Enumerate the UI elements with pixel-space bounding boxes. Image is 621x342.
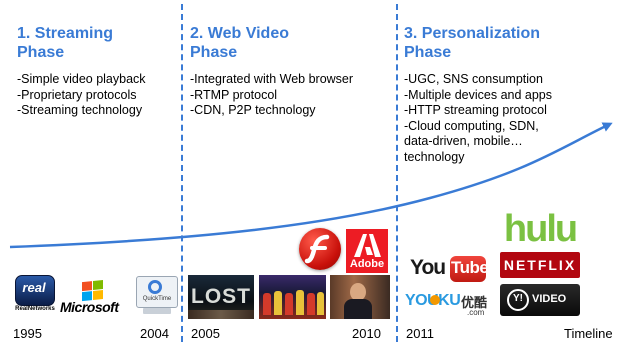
- bullet: -RTMP protocol: [190, 87, 278, 102]
- adobe-a-icon: [354, 234, 381, 257]
- phase-2-title: 2. Web Video Phase: [190, 25, 289, 61]
- bullet: technology: [404, 149, 465, 164]
- phase-1: 1. Streaming Phase -Simple video playbac…: [17, 24, 146, 119]
- netflix-logo: NETFLIX: [500, 252, 580, 278]
- year-2005: 2005: [191, 326, 220, 341]
- bullet: -HTTP streaming protocol: [404, 103, 547, 117]
- phase-2-bullets: -Integrated with Web browser -RTMP proto…: [190, 72, 353, 119]
- bullet: -Multiple devices and apps: [404, 87, 552, 102]
- year-2011: 2011: [406, 326, 434, 341]
- bullet: -Cloud computing, SDN,: [404, 118, 539, 133]
- quicktime-q-icon: [148, 280, 162, 294]
- year-2010: 2010: [352, 326, 381, 341]
- phase-1-bullets: -Simple video playback -Proprietary prot…: [17, 72, 146, 119]
- bullet: data-driven, mobile…: [404, 134, 523, 148]
- phase-3: 3. Personalization Phase -UGC, SNS consu…: [404, 24, 552, 165]
- bullet: -Proprietary protocols: [17, 87, 137, 102]
- phase-divider-1: [181, 4, 183, 342]
- year-2004: 2004: [140, 326, 169, 341]
- performance-photo-thumbnail: [259, 275, 326, 319]
- flash-player-logo: [299, 228, 341, 270]
- microsoft-logo: Microsoft: [60, 278, 130, 318]
- phase-3-bullets: -UGC, SNS consumption -Multiple devices …: [404, 72, 552, 165]
- phase-1-title: 1. Streaming Phase: [17, 25, 114, 61]
- timeline-label: Timeline: [564, 326, 613, 341]
- phase-2: 2. Web Video Phase -Integrated with Web …: [190, 24, 353, 119]
- bullet: -Integrated with Web browser: [190, 72, 354, 86]
- press-photo-thumbnail: [330, 275, 390, 319]
- bullet: -UGC, SNS consumption: [404, 72, 543, 86]
- youku-logo: YOUKU 优酷 .com: [405, 290, 493, 320]
- quicktime-logo: QuickTime: [135, 276, 179, 316]
- bullet: -Streaming technology: [17, 103, 143, 117]
- realnetworks-logo: real RealNetworks: [13, 274, 57, 318]
- youtube-logo: You Tube: [409, 254, 487, 284]
- flash-f-icon: [304, 234, 330, 264]
- lost-show-thumbnail: LOST: [188, 275, 254, 319]
- year-1995: 1995: [13, 326, 42, 341]
- bullet: -CDN, P2P technology: [190, 103, 316, 117]
- phase-3-title: 3. Personalization Phase: [404, 25, 541, 61]
- bullet: -Simple video playback: [17, 72, 146, 86]
- hulu-logo: hulu: [503, 212, 578, 248]
- yahoo-video-logo: Y! VIDEO: [500, 284, 580, 316]
- phase-divider-2: [396, 4, 398, 342]
- yahoo-icon: [507, 289, 529, 311]
- adobe-logo: Adobe: [346, 229, 388, 273]
